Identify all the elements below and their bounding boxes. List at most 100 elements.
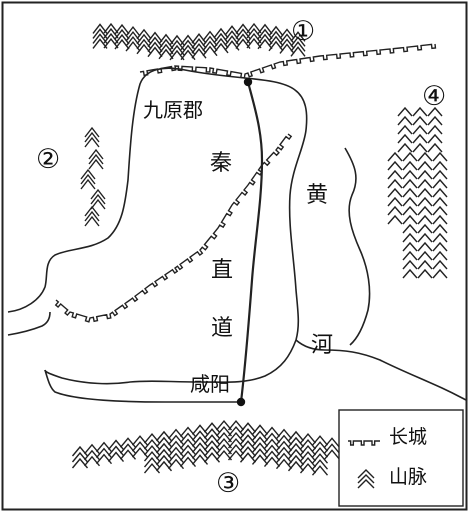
mountain-peak bbox=[263, 426, 281, 438]
mountain-peak bbox=[136, 28, 152, 40]
mountain-peak bbox=[397, 115, 413, 126]
mountain-peak bbox=[427, 106, 443, 117]
mountain-peak bbox=[263, 438, 281, 450]
mountain-peak bbox=[80, 173, 96, 185]
mountain-peak bbox=[387, 151, 403, 162]
mountain-peak bbox=[432, 151, 448, 162]
mountain-peak bbox=[251, 448, 269, 459]
mountain-peak bbox=[290, 36, 306, 47]
mountain-peak bbox=[84, 205, 100, 217]
mountain-peak bbox=[71, 445, 89, 457]
mountain-peak bbox=[143, 432, 161, 444]
mountain-peak bbox=[417, 259, 433, 270]
mountain-peak bbox=[246, 22, 262, 34]
mountain-range-2 bbox=[80, 126, 106, 227]
mountain-peak bbox=[311, 453, 329, 464]
road-label-2: 直 bbox=[211, 258, 234, 283]
mountain-peak bbox=[311, 447, 329, 458]
mountain-peak bbox=[239, 428, 257, 439]
mountain-peak bbox=[169, 49, 185, 61]
mountain-peak bbox=[92, 23, 108, 34]
mountain-peak bbox=[402, 250, 418, 261]
mountain-peak bbox=[227, 431, 245, 443]
mountain-peak bbox=[432, 169, 448, 180]
mountain-peak bbox=[88, 158, 104, 170]
mountain-peak bbox=[275, 458, 293, 470]
mountain-peak bbox=[397, 124, 413, 135]
wall-icon bbox=[348, 440, 380, 446]
mountain-peak bbox=[275, 434, 293, 446]
mountain-peak bbox=[287, 460, 305, 472]
mountain-peak bbox=[402, 259, 418, 270]
mountain-peak bbox=[125, 25, 141, 37]
mountain-peak bbox=[412, 115, 428, 126]
river-label-2: 河 bbox=[311, 333, 334, 358]
mountain-peak bbox=[235, 38, 251, 49]
mountain-peak bbox=[84, 131, 100, 143]
mountain-peak bbox=[80, 168, 96, 180]
marker-3: ③ bbox=[216, 468, 241, 499]
mountain-peak bbox=[167, 428, 185, 440]
mountain-peak bbox=[263, 450, 281, 462]
mountain-peak bbox=[103, 27, 119, 39]
mountain-peak bbox=[287, 430, 305, 442]
xianyang-dot bbox=[236, 397, 246, 407]
mountain-peak bbox=[90, 198, 106, 210]
mountain-peak bbox=[158, 48, 174, 60]
mountain-peak bbox=[155, 430, 173, 442]
mountain-peak bbox=[92, 38, 108, 49]
mountain-peak bbox=[239, 440, 257, 451]
mountain-peak bbox=[169, 34, 185, 46]
mountain-peak bbox=[179, 426, 197, 438]
river-label-1: 黄 bbox=[306, 183, 329, 208]
mountain-peak bbox=[323, 449, 341, 460]
mountain-peak bbox=[290, 46, 306, 57]
mountain-peak bbox=[311, 459, 329, 470]
mountain-peak bbox=[402, 232, 418, 243]
yellow-river bbox=[7, 67, 308, 385]
mountain-peak bbox=[387, 169, 403, 180]
mountain-peak bbox=[275, 428, 293, 440]
mountain-peak bbox=[215, 431, 233, 443]
mountain-peak bbox=[169, 39, 185, 51]
mountain-peak bbox=[412, 106, 428, 117]
mountain-peak bbox=[88, 153, 104, 165]
mountain-peak bbox=[158, 33, 174, 45]
mountain-peak bbox=[402, 160, 418, 171]
legend-mountains-label: 山脉 bbox=[389, 466, 428, 488]
mountain-peak bbox=[84, 210, 100, 222]
mountain-peak bbox=[323, 443, 341, 454]
mountain-peak bbox=[402, 151, 418, 162]
mountain-peak bbox=[84, 215, 100, 227]
mountain-peak bbox=[92, 33, 108, 44]
legend-box bbox=[338, 409, 464, 507]
xianyang-label: 咸阳 bbox=[190, 372, 230, 396]
mountain-peak bbox=[397, 142, 413, 153]
river-branch bbox=[344, 147, 371, 346]
marker-1: ① bbox=[291, 16, 316, 47]
mountain-peak bbox=[417, 178, 433, 189]
mountain-peak bbox=[251, 424, 269, 435]
mountain-peak bbox=[417, 151, 433, 162]
mountain-peak bbox=[268, 25, 284, 37]
mountain-peak bbox=[417, 250, 433, 261]
great-wall-west bbox=[54, 133, 293, 323]
yellow-river-south bbox=[295, 339, 467, 401]
road-label-1: 秦 bbox=[210, 151, 233, 176]
mountain-icon bbox=[357, 469, 375, 489]
marker-2: ② bbox=[36, 144, 61, 175]
mountain-peak bbox=[227, 437, 245, 449]
marker-4: ④ bbox=[422, 81, 447, 112]
mountain-peak bbox=[290, 31, 306, 42]
mountain-peak bbox=[215, 419, 233, 431]
mountain-peak bbox=[417, 214, 433, 225]
mountain-peak bbox=[103, 37, 119, 49]
mountain-peak bbox=[417, 241, 433, 252]
mountain-peak bbox=[275, 452, 293, 464]
mountain-peak bbox=[357, 479, 375, 489]
mountain-peak bbox=[88, 148, 104, 160]
mountain-peak bbox=[311, 435, 329, 446]
